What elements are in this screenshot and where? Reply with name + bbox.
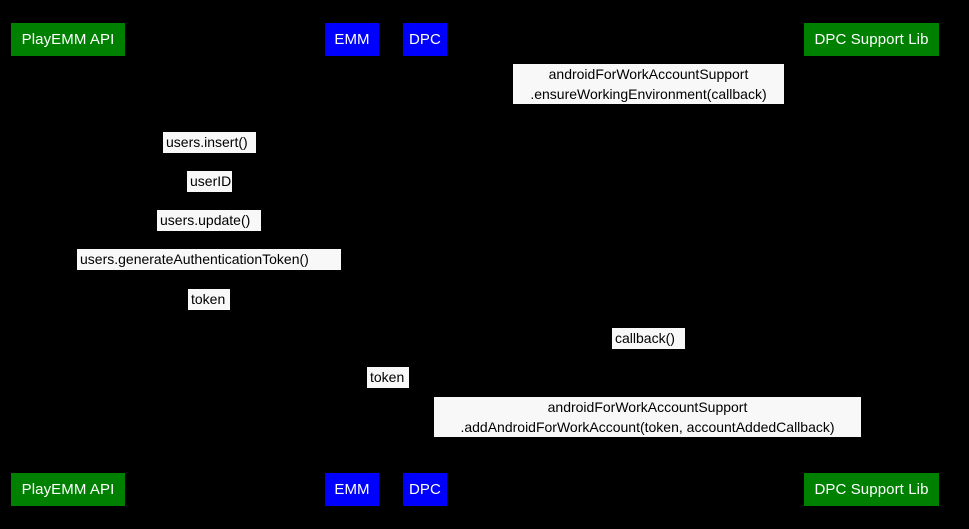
lifeline-3 [871,56,872,473]
participant-top-playemm-api[interactable]: PlayEMM API [11,23,125,56]
participant-label: PlayEMM API [21,31,115,48]
participant-label: DPC [409,31,441,48]
participant-top-dpc-support-lib[interactable]: DPC Support Lib [804,23,939,56]
participant-bottom-dpc-support-lib[interactable]: DPC Support Lib [804,473,939,506]
participant-label: EMM [334,31,370,48]
participant-bottom-playemm-api[interactable]: PlayEMM API [11,473,125,506]
message-label-userid: userID [187,171,232,192]
message-label-token: token [367,367,409,388]
message-label-androidforworkaccountsupport: androidForWorkAccountSupport .addAndroid… [434,397,861,437]
participant-label: DPC Support Lib [814,31,929,48]
message-label-users-update: users.update() [157,210,261,231]
participant-label: DPC Support Lib [814,481,929,498]
participant-bottom-emm[interactable]: EMM [325,473,379,506]
participant-label: EMM [334,481,370,498]
participant-label: DPC [409,481,441,498]
message-label-users-insert: users.insert() [163,132,256,153]
message-label-androidforworkaccountsupport: androidForWorkAccountSupport .ensureWork… [513,64,784,104]
message-label-users-generateauthenticationtoken: users.generateAuthenticationToken() [77,249,341,270]
lifeline-1 [351,56,352,473]
participant-bottom-dpc[interactable]: DPC [403,473,447,506]
participant-label: PlayEMM API [21,481,115,498]
message-label-token: token [188,289,230,310]
lifeline-0 [68,56,69,473]
participant-top-emm[interactable]: EMM [325,23,379,56]
message-label-callback: callback() [612,328,685,349]
participant-top-dpc[interactable]: DPC [403,23,447,56]
lifeline-2 [425,56,426,473]
